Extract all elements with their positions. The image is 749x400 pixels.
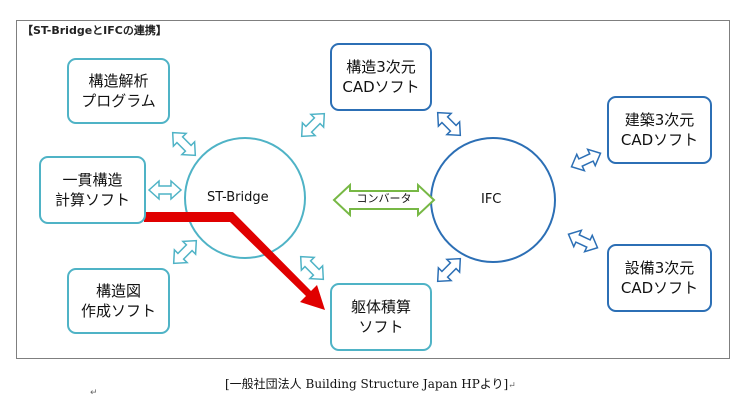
arrow-analysis-st — [165, 125, 203, 163]
arrow-ifc-setsubi3d — [563, 225, 603, 257]
box-line: 一貫構造 — [62, 171, 123, 189]
diagram-title: 【ST-BridgeとIFCの連携】 — [22, 24, 167, 37]
box-line: 躯体積算 — [350, 298, 411, 316]
arrow-kutai-ifc — [430, 251, 468, 289]
box-line: CADソフト — [620, 279, 699, 297]
arrow-ikkan-st — [148, 180, 182, 200]
box-structure-3d-cad: 構造3次元 CADソフト — [330, 43, 432, 111]
converter-arrow — [332, 182, 436, 218]
box-line: CADソフト — [342, 78, 420, 96]
box-ikkan-calc: 一貫構造 計算ソフト — [39, 156, 146, 224]
arrow-struct3d-ifc — [430, 105, 468, 143]
return-mark: ↵ — [508, 381, 516, 391]
box-line: 作成ソフト — [80, 302, 156, 320]
box-structural-analysis: 構造解析 プログラム — [67, 58, 170, 124]
caption-text: [一般社団法人 Building Structure Japan HPより] — [225, 377, 509, 391]
box-line: 設備3次元 — [624, 259, 695, 277]
arrow-ifc-arch3d — [566, 144, 606, 176]
box-architecture-3d-cad: 建築3次元 CADソフト — [607, 96, 712, 164]
converter-label: コンバータ — [356, 192, 412, 205]
source-caption: [一般社団法人 Building Structure Japan HPより]↵ — [225, 375, 516, 392]
box-kutai-sekisan: 躯体積算 ソフト — [330, 283, 432, 351]
highlight-arrow — [144, 212, 325, 310]
return-mark: ↵ — [90, 388, 98, 398]
box-line: 建築3次元 — [624, 111, 695, 129]
box-line: 構造図 — [95, 282, 141, 300]
arrow-zu-st — [166, 233, 204, 271]
box-line: プログラム — [81, 92, 156, 110]
arrow-st-struct3d — [294, 106, 332, 144]
box-line: 計算ソフト — [54, 191, 130, 209]
box-line: ソフト — [358, 318, 404, 336]
box-line: 構造解析 — [88, 72, 149, 90]
box-structural-drawing: 構造図 作成ソフト — [67, 268, 170, 334]
ifc-label: IFC — [481, 192, 502, 207]
box-equipment-3d-cad: 設備3次元 CADソフト — [607, 244, 712, 312]
box-line: CADソフト — [620, 131, 699, 149]
box-line: 構造3次元 — [346, 58, 416, 76]
st-bridge-circle — [184, 137, 306, 259]
st-bridge-label: ST-Bridge — [207, 190, 269, 205]
